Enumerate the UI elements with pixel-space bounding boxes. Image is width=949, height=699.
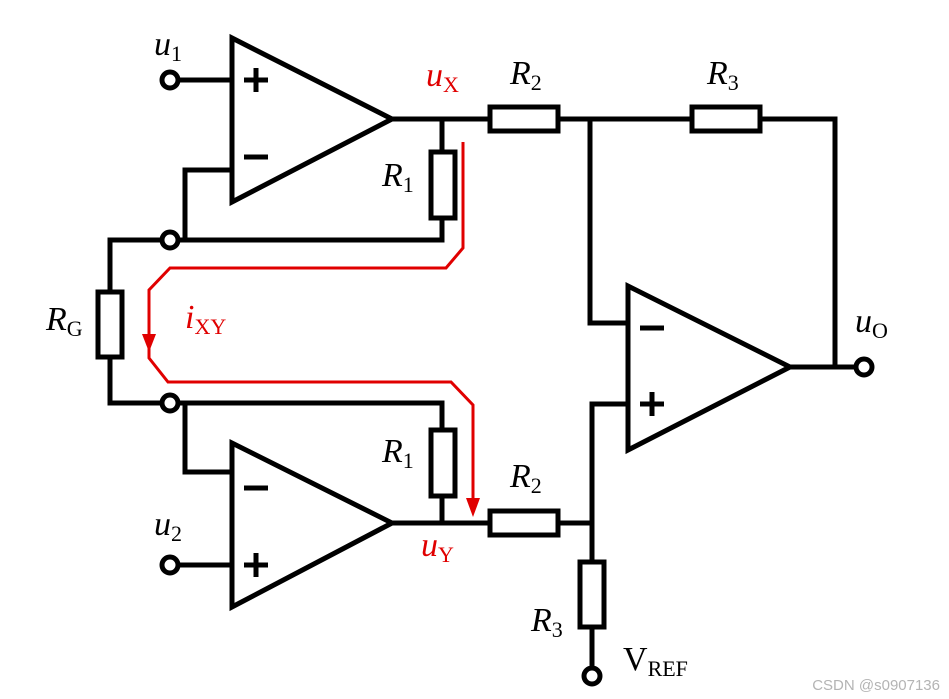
label-r1-top: R1 bbox=[381, 157, 414, 197]
terminal-node-bottom bbox=[159, 392, 181, 414]
resistor-r2-top bbox=[487, 104, 561, 134]
label-r2-top: R2 bbox=[509, 55, 542, 95]
resistor-r1-top bbox=[428, 149, 458, 221]
wire-rg-bottom bbox=[107, 354, 165, 406]
current-path-line bbox=[147, 142, 475, 503]
wire-a3-minus bbox=[587, 116, 631, 326]
resistor-r2-bottom bbox=[487, 508, 561, 538]
resistor-r3-bottom bbox=[577, 559, 607, 630]
resistor-rg bbox=[95, 289, 125, 360]
resistor-r3-top bbox=[689, 104, 763, 134]
label-u1: u1 bbox=[154, 26, 182, 66]
plus-sign-icon bbox=[640, 392, 664, 416]
plus-sign-icon bbox=[244, 553, 268, 577]
wire-node-bottom-to-r1 bbox=[175, 400, 445, 433]
label-rg: RG bbox=[45, 301, 83, 341]
wires bbox=[107, 77, 859, 671]
wire-a2-minus-feedback bbox=[182, 400, 235, 475]
terminal-vref bbox=[581, 665, 603, 687]
wire-rg-top bbox=[107, 237, 165, 295]
label-ixy: iXY bbox=[185, 299, 226, 339]
wire-r3-top-out bbox=[757, 116, 838, 370]
arrow-down-icon bbox=[142, 334, 156, 352]
arrow-down-icon bbox=[466, 498, 480, 517]
terminal-uo bbox=[853, 356, 875, 378]
label-r2-bottom: R2 bbox=[509, 458, 542, 498]
watermark: CSDN @s0907136 bbox=[812, 677, 940, 694]
plus-sign-icon bbox=[244, 68, 268, 92]
current-path-ixy bbox=[142, 142, 480, 517]
terminal-node-top bbox=[159, 229, 181, 251]
resistor-r1-bottom bbox=[428, 427, 458, 499]
wire-a3-plus bbox=[589, 401, 631, 565]
op-amp-a3 bbox=[625, 281, 796, 455]
label-vref: VREF bbox=[623, 641, 688, 681]
terminal-u1 bbox=[159, 69, 181, 91]
label-uo: uO bbox=[855, 303, 888, 343]
label-r3-bottom: R3 bbox=[530, 602, 563, 642]
label-r1-bottom: R1 bbox=[381, 433, 414, 473]
label-u2: u2 bbox=[154, 506, 182, 546]
label-uy: uY bbox=[421, 527, 454, 567]
op-amp-a2 bbox=[229, 438, 398, 612]
wire-a1-minus-feedback bbox=[182, 167, 235, 243]
label-ux: uX bbox=[426, 57, 459, 97]
op-amp-a1 bbox=[229, 33, 398, 207]
label-r3-top: R3 bbox=[706, 55, 739, 95]
terminal-u2 bbox=[159, 554, 181, 576]
